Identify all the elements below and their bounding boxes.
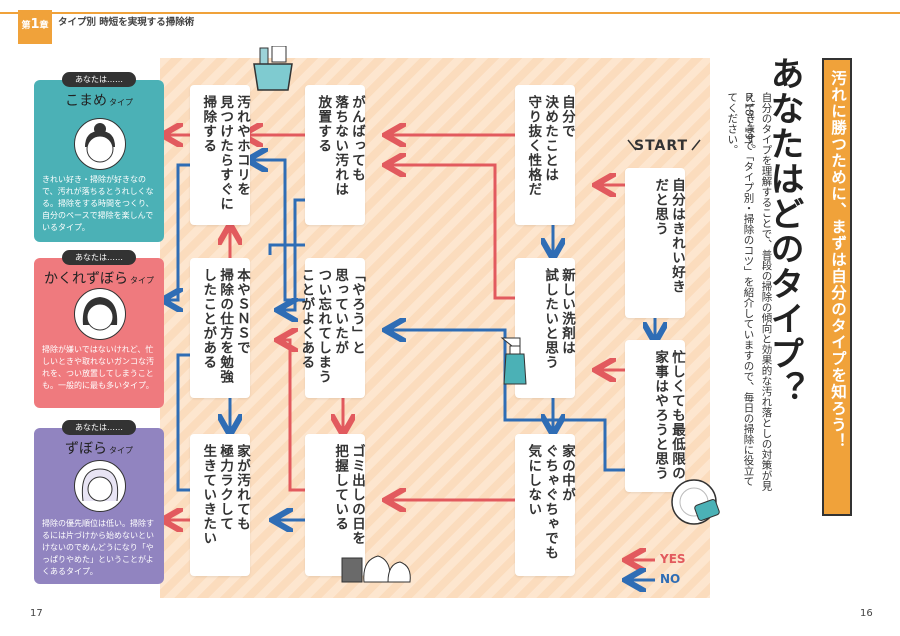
type-badge: あなたは…… xyxy=(62,72,136,87)
page-number-right: 16 xyxy=(860,608,873,619)
page-title: あなたはどのタイプ？ xyxy=(764,56,804,406)
question-text: 家の中が ぐちゃぐちゃでも 気にしない xyxy=(525,444,575,560)
chapter-badge: 第1章 xyxy=(18,10,52,44)
question-text: 汚れやホコリを 見つけたらすぐに 掃除する xyxy=(200,95,250,211)
arrow-no xyxy=(268,243,305,255)
question-text: 家が汚れても 極力ラクして 生きていきたい xyxy=(200,444,250,546)
spray-bottle-illustration xyxy=(500,337,527,385)
catchphrase-text: 汚れに勝つために、まずは自分のタイプを知ろう！ xyxy=(829,70,847,450)
question-box-q11: 家が汚れても 極力ラクして 生きていきたい xyxy=(190,434,250,576)
page-number-left: 17 xyxy=(30,608,43,619)
type-badge: あなたは…… xyxy=(62,420,136,435)
arrow-no xyxy=(165,163,190,300)
arrow-no xyxy=(176,353,190,492)
question-text: 「やろう」と 思っていたが つい忘れてしまう ことがよくある xyxy=(298,268,365,384)
arrow-no xyxy=(280,198,305,310)
question-box-q1: 自分はきれい好き だと思う xyxy=(625,168,685,318)
arrow-no xyxy=(250,160,305,302)
legend-no-label: NO xyxy=(660,572,681,586)
question-text: 本やＳＮＳで 掃除の仕方を勉強 したことがある xyxy=(200,268,250,384)
type-card-komame: あなたは…… こまめタイプ きれい好き・掃除が好きなので、汚れが落ちるとうれしく… xyxy=(34,72,164,242)
question-box-q2: 自分で 決めたことは 守り抜く性格だ xyxy=(515,85,575,225)
question-box-q6: がんばっても 落ちない汚れは 放置する xyxy=(305,85,365,225)
start-label: START xyxy=(634,138,689,154)
type-description: 掃除が嫌いではないけれど、忙しいときや取れないガンコな汚れを、つい放置してしまう… xyxy=(42,345,154,390)
bucket-illustration xyxy=(253,46,293,91)
person-illustration xyxy=(74,460,126,512)
type-name: かくれずぼらタイプ xyxy=(44,271,154,287)
question-box-q3: 忙しくても最低限の 家事はやろうと思う xyxy=(625,340,685,492)
question-text: 自分で 決めたことは 守り抜く性格だ xyxy=(525,95,575,197)
question-box-q10: 本やＳＮＳで 掃除の仕方を勉強 したことがある xyxy=(190,258,250,398)
legend-yes-label: YES xyxy=(660,552,686,566)
lead-text-2: Ｐ18〜19で「タイプ別・掃除のコツ」を紹介していますので、毎日の掃除に役立てて… xyxy=(726,92,755,487)
type-card-zubora: あなたは…… ずぼらタイプ 掃除の優先順位は低い。掃除するには片づけから始めない… xyxy=(34,420,164,584)
arrow-yes xyxy=(280,340,305,492)
type-name: こまめタイプ xyxy=(65,93,133,109)
question-text: ゴミ出しの日を 把握している xyxy=(332,444,365,546)
question-box-q5: 家の中が ぐちゃぐちゃでも 気にしない xyxy=(515,434,575,576)
arrow-yes xyxy=(388,165,515,300)
lead-text-1: 自分のタイプを理解することで、普段の掃除の傾向と効果的な汚れ落としの対策が見えて… xyxy=(744,92,773,491)
section-title: タイプ別 時短を実現する掃除術 xyxy=(58,17,195,28)
question-text: 新しい洗剤は 試したいと思う xyxy=(542,268,575,370)
question-box-q7: 「やろう」と 思っていたが つい忘れてしまう ことがよくある xyxy=(298,258,365,398)
question-box-q9: 汚れやホコリを 見つけたらすぐに 掃除する xyxy=(190,85,250,225)
dish-sponge-illustration xyxy=(671,479,720,525)
person-illustration xyxy=(74,288,126,340)
type-description: 掃除の優先順位は低い。掃除するには片づけから始めないといけないのでめんどうになり… xyxy=(42,519,154,576)
type-card-kakurezubora: あなたは…… かくれずぼらタイプ 掃除が嫌いではないけれど、忙しいときや取れない… xyxy=(34,250,164,408)
arrow-no xyxy=(388,330,625,472)
catchphrase-banner: 汚れに勝つために、まずは自分のタイプを知ろう！ xyxy=(822,58,852,516)
question-text: 自分はきれい好き だと思う xyxy=(652,178,685,294)
type-description: きれい好き・掃除が好きなので、汚れが落ちるとうれしくなる。掃除をする時間をつくり… xyxy=(42,175,154,232)
question-text: 忙しくても最低限の 家事はやろうと思う xyxy=(652,350,685,481)
type-badge: あなたは…… xyxy=(62,250,136,265)
question-text: がんばっても 落ちない汚れは 放置する xyxy=(315,95,365,197)
question-box-q8: ゴミ出しの日を 把握している xyxy=(305,434,365,576)
person-illustration xyxy=(74,118,126,170)
start-mark xyxy=(627,139,701,151)
garbage-bags-illustration xyxy=(341,555,411,583)
type-name: ずぼらタイプ xyxy=(65,441,133,457)
header-rule xyxy=(0,12,900,14)
